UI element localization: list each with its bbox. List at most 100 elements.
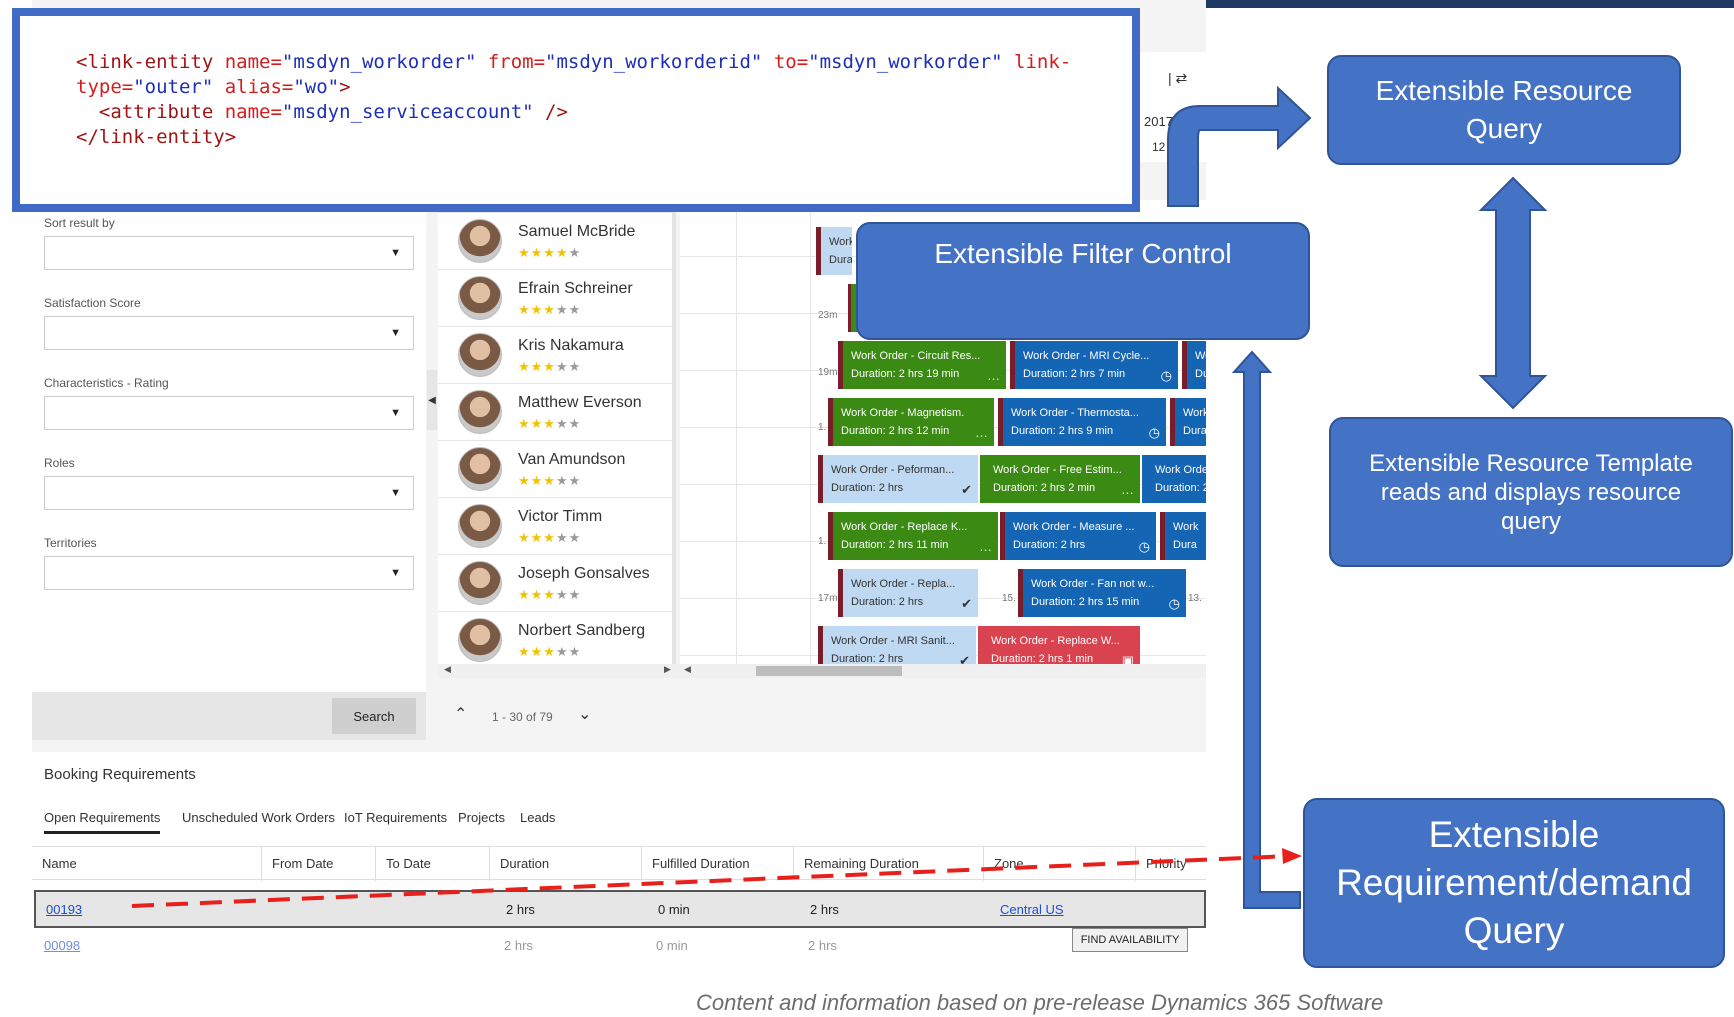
horizontal-scrollbar[interactable]: ◀ ▶ ◀ bbox=[438, 664, 1206, 678]
booking-block[interactable]: Work Order - Repla... Duration: 2 hrs ✔ bbox=[838, 569, 978, 617]
column-header[interactable]: Name bbox=[32, 847, 262, 881]
chevron-down-icon: ▼ bbox=[390, 567, 401, 579]
resource-row[interactable]: Norbert Sandberg ★★★★★ bbox=[438, 612, 672, 668]
booking-block[interactable]: Work Dura bbox=[816, 227, 852, 275]
requirement-link[interactable]: 00098 bbox=[44, 938, 81, 953]
arrowhead bbox=[1282, 848, 1302, 864]
callout-line: Extensible Resource Template bbox=[1369, 449, 1693, 477]
booking-duration: Duration: 2 hrs 9 min bbox=[1011, 425, 1114, 437]
tab-unscheduled-work-orders[interactable]: Unscheduled Work Orders bbox=[182, 810, 335, 825]
column-header[interactable]: Priority bbox=[1146, 856, 1187, 871]
booking-block[interactable]: Work Order - Free Estim... Duration: 2 h… bbox=[980, 455, 1140, 503]
code-token: to= bbox=[773, 51, 809, 73]
more-icon[interactable]: … bbox=[975, 425, 988, 440]
clock-icon: ◷ bbox=[1148, 425, 1160, 440]
resource-name: Samuel McBride bbox=[518, 223, 636, 240]
collapse-panel-icon[interactable]: ◀ bbox=[427, 370, 437, 430]
booking-block[interactable]: Work Order - Measure ... Duration: 2 hrs… bbox=[1000, 512, 1156, 560]
code-line: type="outer" alias="wo"> bbox=[76, 75, 1108, 100]
booking-duration: Duration: 2 hrs 19 min bbox=[851, 368, 960, 380]
booking-block[interactable]: Work Order - Peforman... Duration: 2 hrs… bbox=[818, 455, 978, 503]
column-header[interactable]: From Date bbox=[262, 847, 376, 881]
resource-row[interactable]: Samuel McBride ★★★★★ bbox=[438, 213, 672, 270]
table-row[interactable]: 00193 2 hrs 0 min 2 hrs Central US bbox=[34, 890, 1206, 928]
page-down-icon[interactable]: ⌄ bbox=[578, 706, 592, 723]
booking-block[interactable]: Work Order - Fan not w... Duration: 2 hr… bbox=[1018, 569, 1186, 617]
check-icon: ✔ bbox=[961, 482, 972, 497]
booking-block[interactable]: Work Orde Duration: 2 bbox=[1142, 455, 1206, 503]
resource-name: Van Amundson bbox=[518, 451, 626, 468]
resource-name: Efrain Schreiner bbox=[518, 280, 633, 297]
booking-block[interactable]: Wo Du bbox=[1182, 341, 1206, 389]
requirement-link[interactable]: 00193 bbox=[46, 902, 83, 917]
booking-block[interactable]: Work Dura bbox=[1160, 512, 1206, 560]
booking-block[interactable]: Work Order - MRI Sanit... Duration: 2 hr… bbox=[818, 626, 976, 668]
fetchxml-code-callout: <link-entity name="msdyn_workorder" from… bbox=[12, 8, 1140, 212]
booking-block[interactable]: Work Order - Replace W... Duration: 2 hr… bbox=[978, 626, 1140, 668]
booking-duration: Du bbox=[1195, 368, 1206, 380]
scroll-left-icon[interactable]: ◀ bbox=[684, 664, 691, 674]
booking-title: Work Order - Magnetism. bbox=[841, 407, 965, 419]
booking-block[interactable]: Work Order - Circuit Res... Duration: 2 … bbox=[838, 341, 1006, 389]
chevron-down-icon: ▼ bbox=[390, 487, 401, 499]
characteristics-rating-select[interactable]: ▼ bbox=[44, 396, 414, 430]
more-icon[interactable]: … bbox=[987, 368, 1000, 383]
tab-open-requirements[interactable]: Open Requirements bbox=[44, 810, 161, 834]
resource-row[interactable]: Van Amundson ★★★★★ bbox=[438, 441, 672, 498]
booking-title: Work Order - Replace K... bbox=[841, 521, 968, 533]
avatar bbox=[458, 219, 502, 263]
column-header[interactable]: Remaining Duration bbox=[794, 847, 984, 881]
booking-block[interactable]: Work Order - Magnetism. Duration: 2 hrs … bbox=[828, 398, 994, 446]
resource-query-callout: Extensible Resource Query bbox=[1327, 55, 1681, 165]
tab-projects[interactable]: Projects bbox=[458, 810, 505, 825]
find-availability-button[interactable]: FIND AVAILABILITY bbox=[1072, 928, 1188, 952]
scroll-thumb[interactable] bbox=[756, 666, 902, 676]
booking-title: Work Order - Replace W... bbox=[991, 635, 1120, 647]
avatar bbox=[458, 276, 502, 320]
table-row[interactable]: 00098 2 hrs 0 min 2 hrs bbox=[34, 930, 1206, 960]
resource-row[interactable]: Kris Nakamura ★★★★★ bbox=[438, 327, 672, 384]
scroll-right-icon[interactable]: ▶ bbox=[664, 664, 671, 674]
time-offset-label: 23m bbox=[818, 310, 838, 321]
filter-sort-result-by: Sort result by ▼ bbox=[44, 216, 414, 270]
search-button[interactable]: Search bbox=[332, 698, 416, 734]
satisfaction-score-select[interactable]: ▼ bbox=[44, 316, 414, 350]
booking-block[interactable]: Work Dura bbox=[1170, 398, 1206, 446]
booking-block[interactable]: Work Order - Replace K... Duration: 2 hr… bbox=[828, 512, 998, 560]
tab-iot-requirements[interactable]: IoT Requirements bbox=[344, 810, 448, 825]
booking-duration: Dura bbox=[1183, 425, 1206, 437]
tab-leads[interactable]: Leads bbox=[520, 810, 556, 825]
avatar bbox=[458, 561, 502, 605]
booking-block[interactable]: Work Order - MRI Cycle... Duration: 2 hr… bbox=[1010, 341, 1178, 389]
resource-row[interactable]: Efrain Schreiner ★★★★★ bbox=[438, 270, 672, 327]
column-header[interactable]: Fulfilled Duration bbox=[642, 847, 794, 881]
time-offset-label: 1. bbox=[818, 422, 827, 433]
scroll-left-icon[interactable]: ◀ bbox=[444, 664, 451, 674]
zone-link[interactable]: Central US bbox=[1000, 902, 1064, 917]
sort-result-select[interactable]: ▼ bbox=[44, 236, 414, 270]
column-header[interactable]: Duration bbox=[490, 847, 642, 881]
avatar bbox=[458, 618, 502, 662]
roles-select[interactable]: ▼ bbox=[44, 476, 414, 510]
resource-row[interactable]: Matthew Everson ★★★★★ bbox=[438, 384, 672, 441]
code-line: <attribute name="msdyn_serviceaccount" /… bbox=[76, 100, 1108, 125]
booking-block[interactable]: Work Order - Thermosta... Duration: 2 hr… bbox=[998, 398, 1166, 446]
fulfilled-cell: 0 min bbox=[656, 938, 688, 953]
more-icon[interactable]: … bbox=[979, 539, 992, 554]
filter-label: Characteristics - Rating bbox=[44, 376, 169, 390]
resource-row[interactable]: Victor Timm ★★★★★ bbox=[438, 498, 672, 555]
code-token: link- bbox=[1014, 51, 1072, 73]
column-header[interactable]: To Date bbox=[376, 847, 490, 881]
territories-select[interactable]: ▼ bbox=[44, 556, 414, 590]
avatar bbox=[458, 333, 502, 377]
resource-row[interactable]: Joseph Gonsalves ★★★★★ bbox=[438, 555, 672, 612]
pager: ⌃ 1 - 30 of 79 ⌄ bbox=[438, 692, 1206, 740]
page-up-icon[interactable]: ⌃ bbox=[454, 706, 468, 723]
resource-name: Matthew Everson bbox=[518, 394, 642, 411]
booking-duration: Duration: 2 hrs 12 min bbox=[841, 425, 950, 437]
callout-line: Extensible Filter Control bbox=[934, 238, 1232, 269]
filter-label: Roles bbox=[44, 456, 75, 470]
more-icon[interactable]: … bbox=[1121, 482, 1134, 497]
toolbar-icons[interactable]: | ⇄ bbox=[1168, 70, 1188, 86]
booking-title: Work Order - Measure ... bbox=[1013, 521, 1135, 533]
